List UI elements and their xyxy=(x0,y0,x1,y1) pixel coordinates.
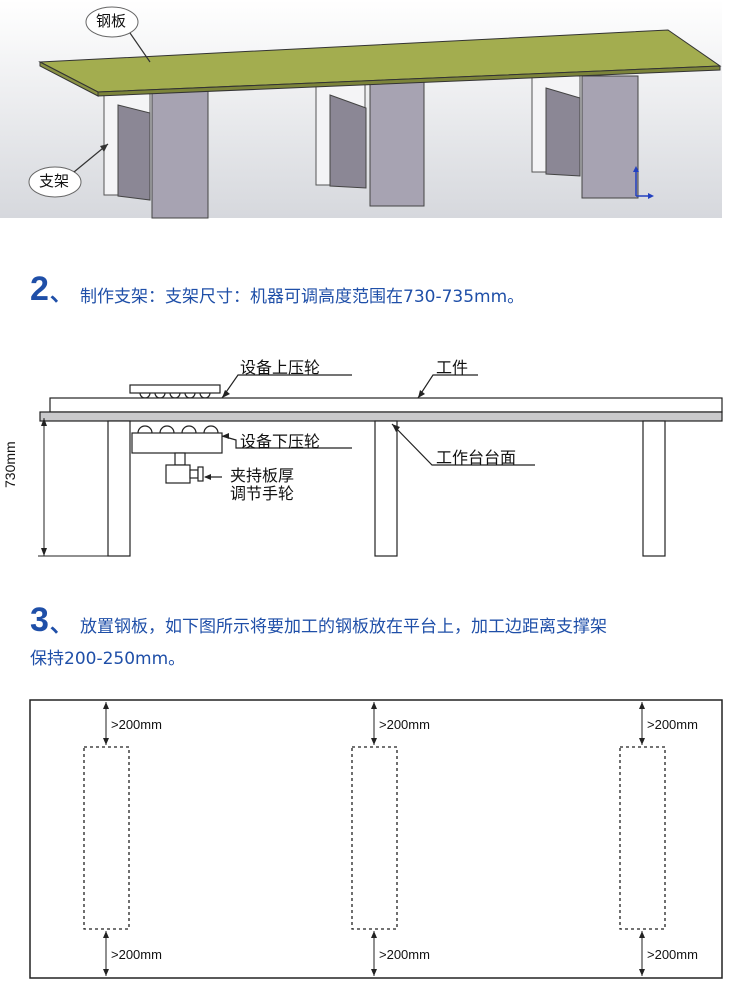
table-surface xyxy=(39,411,723,422)
stand-height-diagram: 设备上压轮 工件 设备下压轮 夹持板厚 调节手轮 工作台台面 730mm xyxy=(0,340,750,570)
step-3-text-line1: 放置钢板，如下图所示将要加工的钢板放在平台上，加工边距离支撑架 xyxy=(80,617,607,637)
steel-plate xyxy=(38,29,722,97)
table-leg xyxy=(374,420,398,557)
stand-leg xyxy=(315,75,425,207)
stand-leg xyxy=(531,75,639,199)
distance-label: >200mm xyxy=(647,947,698,962)
label-lower-roller: 设备下压轮 xyxy=(240,432,321,451)
label-height: 730mm xyxy=(2,441,18,488)
upper-roller xyxy=(129,384,221,399)
lower-roller xyxy=(131,425,223,484)
distance-label: >200mm xyxy=(111,947,162,962)
label-table-surface: 工作台台面 xyxy=(436,448,517,467)
support-outline xyxy=(83,746,130,930)
distance-label: >200mm xyxy=(647,717,698,732)
axis-indicator-icon xyxy=(633,166,654,199)
distance-label: >200mm xyxy=(111,717,162,732)
steel-plate-outline xyxy=(29,699,723,979)
label-clamp-line2: 调节手轮 xyxy=(230,484,295,503)
distance-label: >200mm xyxy=(379,947,430,962)
label-clamp-line1: 夹持板厚 xyxy=(230,466,295,485)
stand-leg xyxy=(103,75,209,219)
support-outline xyxy=(351,746,398,930)
height-dimension xyxy=(38,418,108,557)
plate-layout-diagram: >200mm >200mm >200mm >200mm >200mm >200m… xyxy=(0,690,750,990)
step-3-text-line2: 保持200-250mm。 xyxy=(30,649,186,669)
label-stand: 支架 xyxy=(39,172,70,190)
workpiece xyxy=(49,397,723,413)
table-leg xyxy=(107,420,131,557)
label-workpiece: 工件 xyxy=(436,358,469,377)
callout-bubble xyxy=(28,166,82,198)
label-steel-plate: 钢板 xyxy=(96,12,127,30)
step-3-separator: 、 xyxy=(50,612,73,637)
distance-label: >200mm xyxy=(379,717,430,732)
step-2-separator: 、 xyxy=(50,281,73,306)
table-leg xyxy=(642,420,666,557)
callout-bubble xyxy=(85,6,139,38)
step-2-text: 制作支架：支架尺寸：机器可调高度范围在730-735mm。 xyxy=(80,287,525,307)
label-upper-roller: 设备上压轮 xyxy=(240,358,321,377)
render-3d-view: 钢板 支架 xyxy=(0,0,750,225)
support-outline xyxy=(619,746,666,930)
step-3-number: 3 xyxy=(30,601,49,639)
step-2-number: 2 xyxy=(30,270,49,308)
